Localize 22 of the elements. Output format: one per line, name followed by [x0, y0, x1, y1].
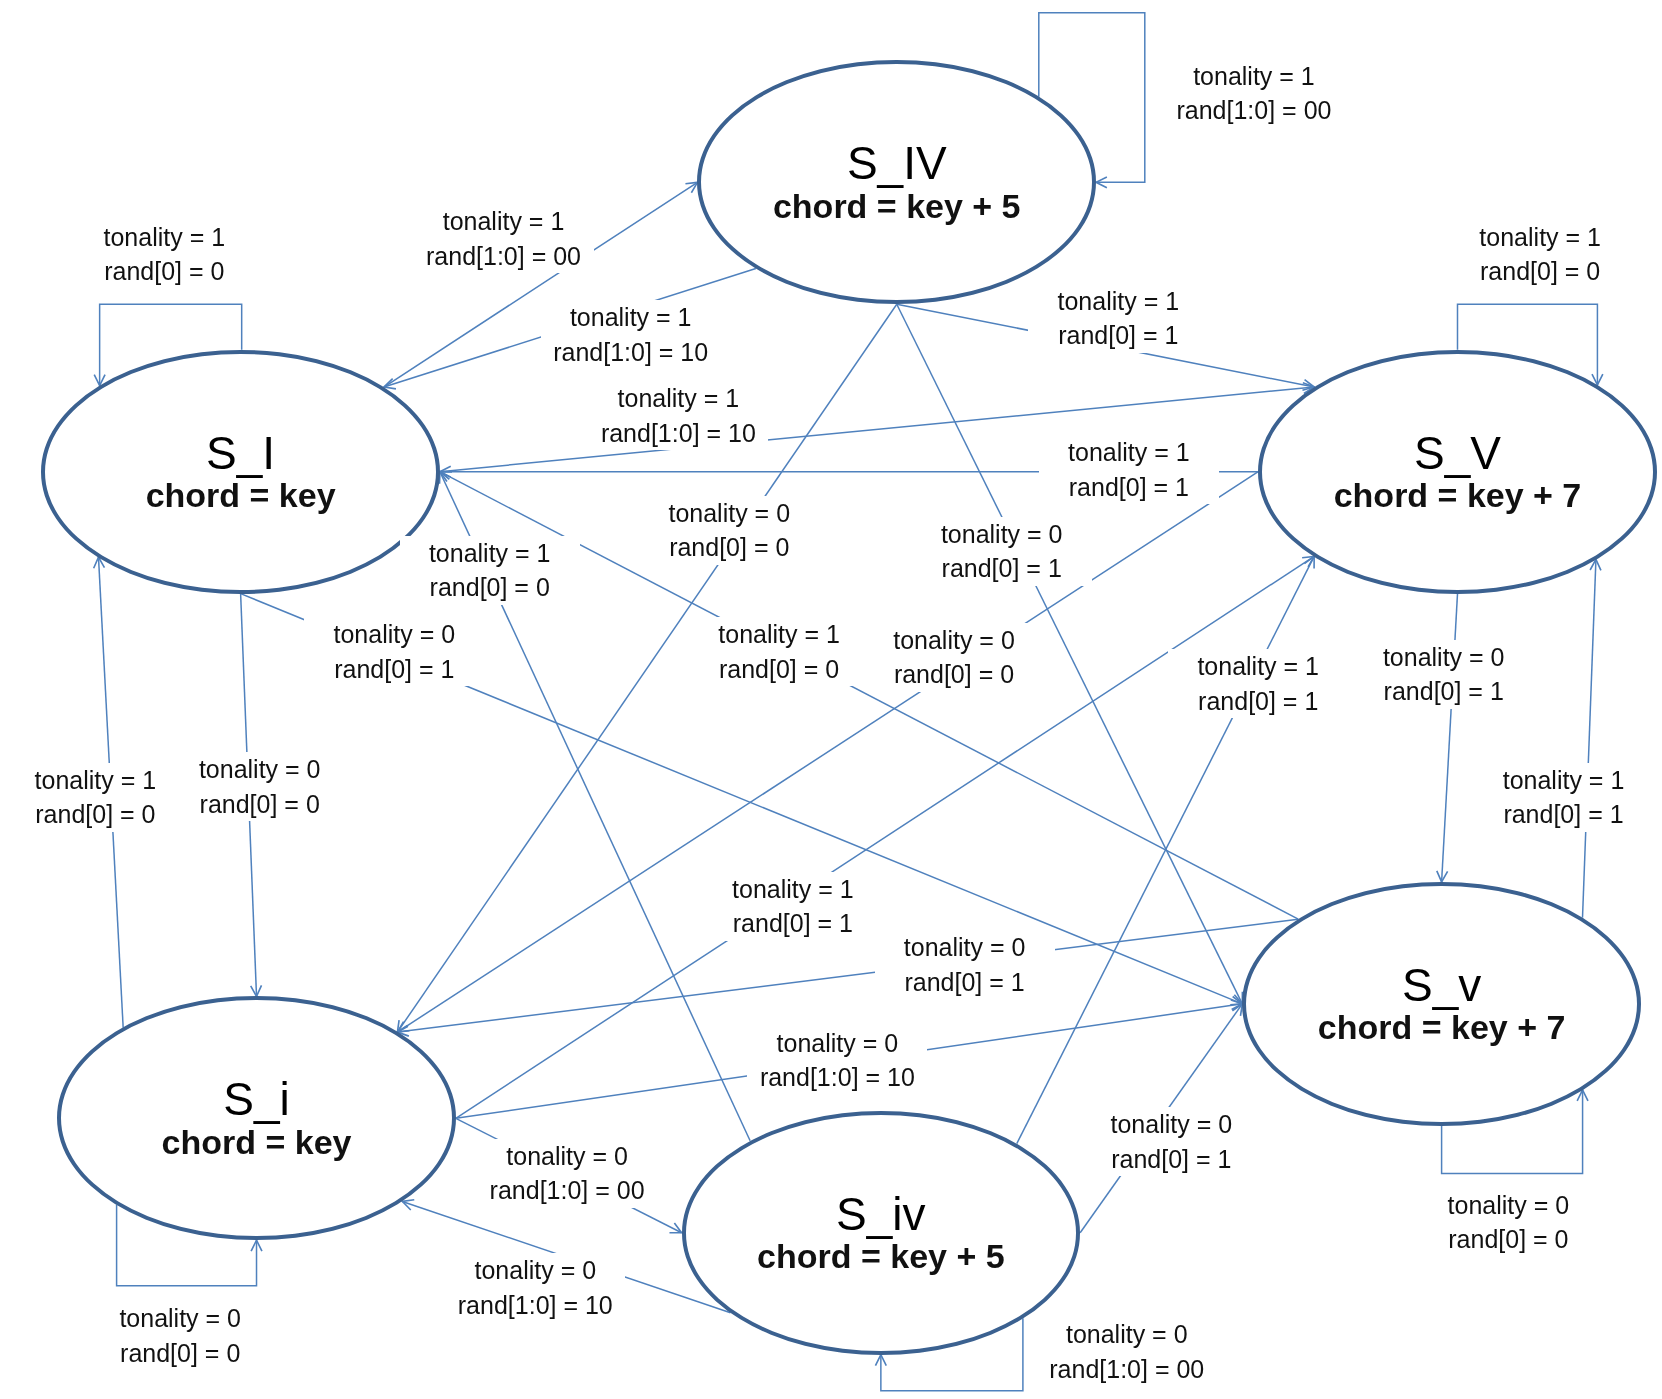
self-loop-arrow	[115, 1204, 263, 1287]
chord-formula: chord = key	[145, 477, 336, 515]
self-loop-arrow	[1440, 1089, 1589, 1175]
edge-label: tonality = 1 rand[0] = 0	[399, 535, 580, 605]
state-name: S_I	[206, 428, 276, 478]
transition-arrow	[1016, 555, 1315, 1145]
state-name: S_v	[1401, 960, 1482, 1010]
chord-formula: chord = key + 5	[757, 1238, 1005, 1276]
self-loop-arrow	[1038, 11, 1146, 189]
state-name: S_V	[1414, 428, 1501, 478]
self-loop-arrow	[874, 1317, 1024, 1392]
transition-arrow	[396, 303, 898, 1033]
chord-formula: chord = key + 5	[772, 187, 1021, 226]
chord-formula: chord = key + 7	[1317, 1009, 1566, 1047]
transition-arrow	[896, 303, 1244, 1005]
state-name: S_i	[223, 1075, 290, 1124]
state-name: S_iv	[836, 1189, 926, 1239]
chord-formula: chord = key	[161, 1123, 352, 1162]
self-loop-arrow	[1456, 303, 1604, 386]
chord-formula: chord = key + 7	[1333, 477, 1582, 515]
state-name: S_IV	[846, 139, 947, 188]
self-loop-arrow	[93, 303, 243, 387]
